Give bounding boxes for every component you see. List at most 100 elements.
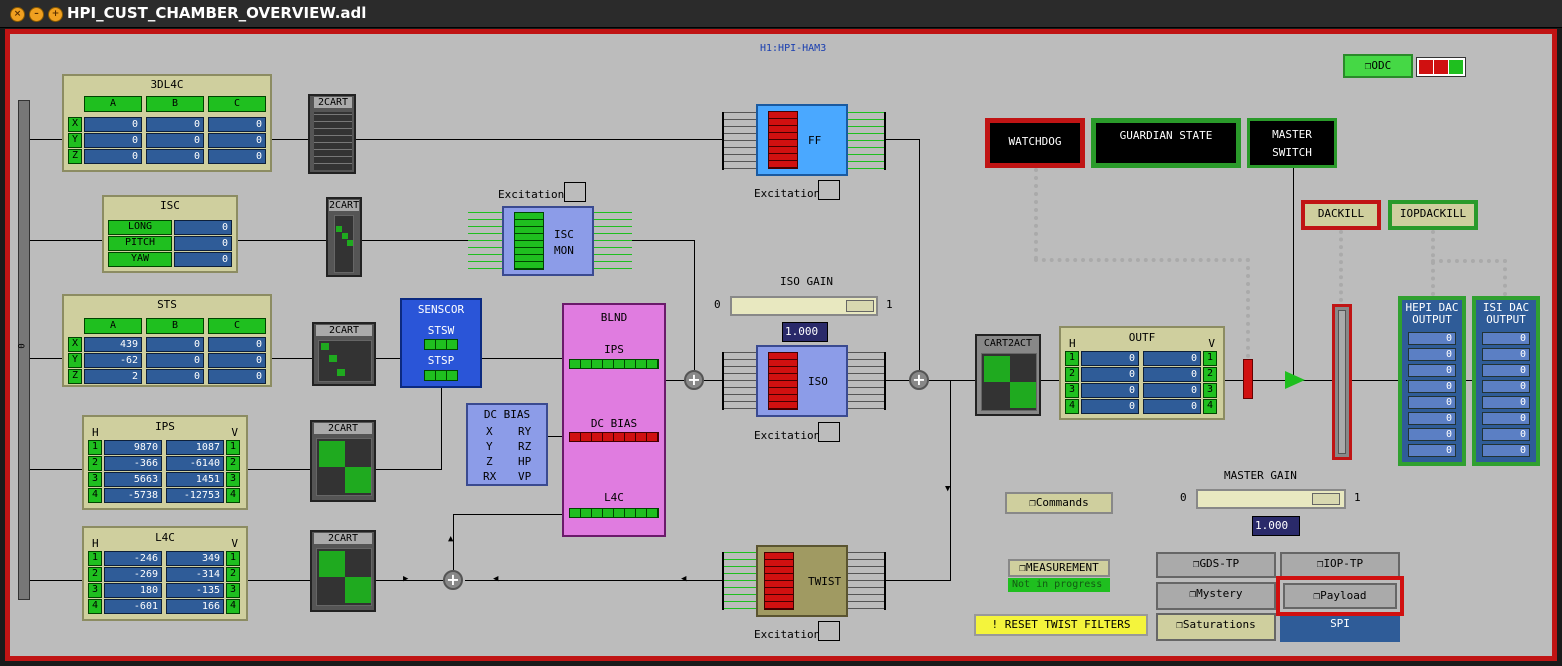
outf-row-num: 2 — [1203, 367, 1217, 382]
iso-excitation-box[interactable] — [818, 422, 840, 442]
iso-gain-slider-thumb[interactable] — [846, 300, 874, 312]
window-title: HPI_CUST_CHAMBER_OVERVIEW.adl — [67, 4, 367, 22]
guardian-state-button[interactable]: GUARDIAN STATE — [1091, 118, 1241, 168]
odc-button[interactable]: ❐ODC — [1343, 54, 1413, 78]
outf-v-label: V — [1208, 337, 1215, 350]
3dl4c-col-a: A — [84, 96, 142, 112]
outf-h-value: 0 — [1081, 383, 1139, 398]
iso-filter[interactable]: ISO — [756, 345, 848, 417]
master-gain-max: 1 — [1354, 491, 1361, 504]
isc-excitation-box[interactable] — [564, 182, 586, 202]
2cart-matrix-sts[interactable]: 2CART — [312, 322, 376, 386]
iop-tp-button[interactable]: ❐IOP-TP — [1280, 552, 1400, 578]
iopdackill-dotted-link — [1431, 259, 1507, 263]
l4c-row-num: 4 — [226, 599, 240, 614]
dackill-switch[interactable] — [1332, 304, 1352, 460]
isi-dac-output[interactable]: ISI DAC OUTPUT 0 0 0 0 0 0 0 0 — [1472, 296, 1540, 466]
iso-input-lines — [722, 352, 756, 410]
senscor-block[interactable]: SENSCOR STSW STSP — [400, 298, 482, 388]
outf-v-value: 0 — [1143, 351, 1201, 366]
l4c-v-value: 349 — [166, 551, 224, 566]
master-switch-label: SWITCH — [1272, 146, 1312, 159]
isc-mon-filter[interactable]: ISC MON — [502, 206, 594, 276]
2cart-matrix-l4c[interactable]: 2CART — [310, 530, 376, 612]
blnd-title: BLND — [600, 311, 628, 324]
dc-bias-block[interactable]: DC BIAS X RY Y RZ Z HP RX VP — [466, 403, 548, 486]
maximize-icon[interactable]: + — [48, 7, 63, 22]
twist-filter[interactable]: TWIST — [756, 545, 848, 617]
dc-bias-item: RY — [518, 425, 532, 438]
signal-line — [482, 358, 562, 359]
isc-panel: ISC LONG PITCH YAW 0 0 0 — [102, 195, 238, 273]
arrow-down-icon: ▼ — [945, 484, 951, 494]
iso-gain-slider[interactable] — [730, 296, 878, 316]
2cart-matrix-ips[interactable]: 2CART — [310, 420, 376, 502]
l4c-row-num: 1 — [88, 551, 102, 566]
iso-gain-min: 0 — [714, 298, 721, 311]
signal-line — [886, 580, 951, 581]
iso-gain-value[interactable]: 1.000 — [782, 322, 828, 342]
isi-dac-value: 0 — [1482, 444, 1530, 457]
saturations-label: Saturations — [1182, 618, 1256, 631]
master-switch-button[interactable]: MASTER SWITCH — [1247, 118, 1337, 168]
dc-bias-item: HP — [518, 455, 532, 468]
blnd-block[interactable]: BLND IPS DC BIAS L4C — [562, 303, 666, 537]
isc-mon-stages — [514, 212, 544, 270]
l4c-row-num: 4 — [88, 599, 102, 614]
isi-dac-title: OUTPUT — [1486, 313, 1526, 326]
mystery-button[interactable]: ❐Mystery — [1156, 582, 1276, 610]
outf-row-num: 3 — [1065, 383, 1079, 398]
sts-value: 0 — [146, 337, 204, 352]
master-gain-slider[interactable] — [1196, 489, 1346, 509]
outf-h-value: 0 — [1081, 367, 1139, 382]
l4c-row-num: 2 — [88, 567, 102, 582]
isc-row-yaw: YAW — [108, 252, 172, 267]
twist-excitation-box[interactable] — [818, 621, 840, 641]
reset-twist-filters-button[interactable]: ! RESET TWIST FILTERS — [974, 614, 1148, 636]
ff-excitation-box[interactable] — [818, 180, 840, 200]
outf-h-value: 0 — [1081, 351, 1139, 366]
iopdackill-dotted-link — [1503, 259, 1507, 296]
isi-dac-value: 0 — [1482, 380, 1530, 393]
sts-row-y: Y — [68, 353, 82, 368]
blnd-l4c-indicator — [569, 508, 659, 518]
2cart-matrix-isc[interactable]: 2CART — [326, 197, 362, 277]
hepi-dac-output[interactable]: HEPI DAC OUTPUT 0 0 0 0 0 0 0 0 — [1398, 296, 1466, 466]
twist-output-lines — [722, 552, 756, 610]
signal-line — [666, 380, 694, 381]
ips-v-label: V — [231, 426, 238, 439]
cart2act-matrix[interactable]: CART2ACT — [975, 334, 1041, 416]
sts-row-z: Z — [68, 369, 82, 384]
close-icon[interactable]: × — [10, 7, 25, 22]
signal-line — [1293, 168, 1294, 376]
master-gain-min: 0 — [1180, 491, 1187, 504]
commands-button[interactable]: ❐Commands — [1005, 492, 1113, 514]
payload-button[interactable]: ❐Payload — [1276, 576, 1404, 616]
saturations-button[interactable]: ❐Saturations — [1156, 613, 1276, 641]
window-icon: ❐ — [1192, 557, 1200, 570]
sts-value: 2 — [84, 369, 142, 384]
watchdog-button[interactable]: WATCHDOG — [985, 118, 1085, 168]
measurement-button[interactable]: ❐MEASUREMENT — [1008, 559, 1110, 577]
iopdackill-button[interactable]: IOPDACKILL — [1388, 200, 1478, 230]
summing-junction-icon: + — [684, 370, 704, 390]
master-switch-label: MASTER — [1272, 128, 1312, 141]
master-gain-title: MASTER GAIN — [1224, 469, 1297, 482]
master-gain-slider-thumb[interactable] — [1312, 493, 1340, 505]
measurement-status: Not in progress — [1008, 578, 1110, 592]
odc-bit — [1449, 60, 1463, 74]
matrix-cell-on — [345, 577, 371, 603]
signal-line — [453, 514, 563, 515]
gds-tp-button[interactable]: ❐GDS-TP — [1156, 552, 1276, 578]
signal-line — [30, 580, 82, 581]
signal-line — [248, 469, 310, 470]
2cart-label: 2CART — [314, 97, 352, 108]
dackill-button[interactable]: DACKILL — [1301, 200, 1381, 230]
minimize-icon[interactable]: – — [29, 7, 44, 22]
watchdog-dotted-link — [1034, 258, 1250, 262]
2cart-matrix-3dl4c[interactable]: 2CART — [308, 94, 356, 174]
ff-filter[interactable]: FF — [756, 104, 848, 176]
spi-button[interactable]: SPI — [1280, 616, 1400, 642]
3dl4c-title: 3DL4C — [150, 78, 184, 91]
master-gain-value[interactable]: 1.000 — [1252, 516, 1300, 536]
